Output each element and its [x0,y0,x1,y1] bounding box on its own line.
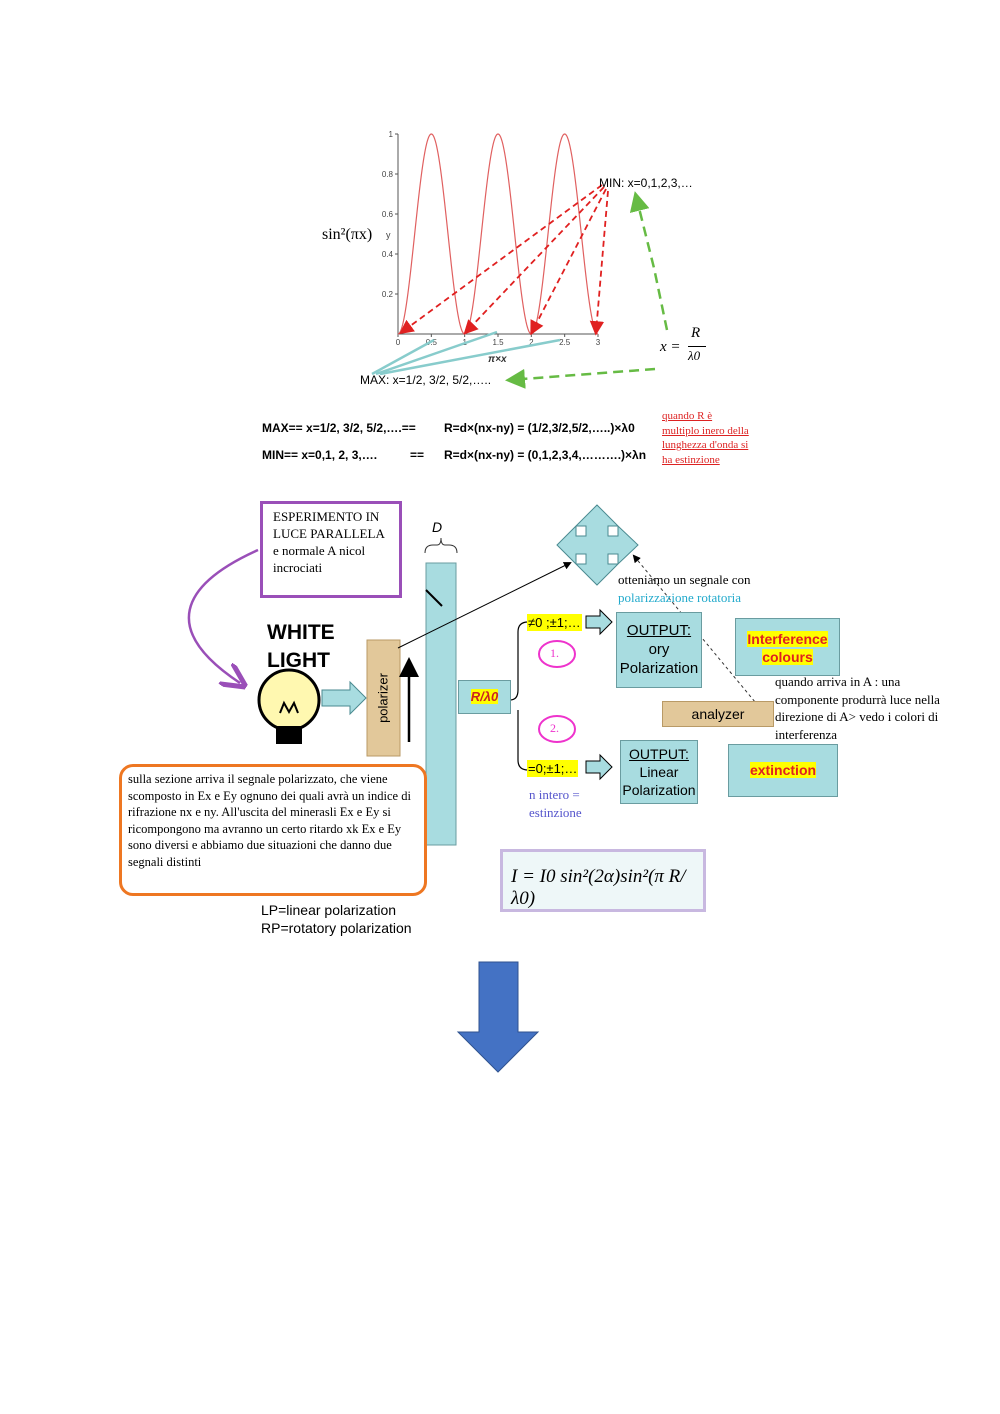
output-upper-box: OUTPUT: ory Polarization [616,612,702,688]
y-tick-label: 1 [389,130,394,139]
orange-note-text: sulla sezione arriva il segnale polarizz… [128,772,411,869]
y-tick-label: 0.8 [382,170,394,179]
min-equation-mid: == [410,448,424,462]
x-tick-label: 2 [529,338,534,347]
min-equation-right: R=d×(nx-ny) = (0,1,2,3,4,……….)×λn [444,448,646,462]
analyzer-note: quando arriva in A : una componente prod… [775,674,940,742]
sin-squared-curve [397,133,599,335]
d-label: D [432,519,443,535]
polarizer-plate [366,639,401,757]
intensity-formula-box: I = I0 sin²(2α)sin²(π R/λ0) [500,849,706,912]
green-arrow-to-max [505,367,656,389]
min-equation-left: MIN== x=0,1, 2, 3,…. [262,448,377,462]
min-line-1 [463,186,605,335]
d-brace [424,537,458,554]
max-eq-right-text: R=d×(nx-ny) = (1/2,3/2,5/2,…..)×λ0 [444,421,635,435]
sample-slab [425,562,457,846]
purple-curved-arrow [187,548,259,683]
arrow-to-output-lower [585,753,613,781]
x-tick-label: 3 [596,338,601,347]
max-equation-right: R=d×(nx-ny) = (1/2,3/2,5/2,…..)×λ0 [444,421,635,435]
green-arrow-to-min [629,191,669,331]
four-way-arrow-icon [556,504,639,586]
green-dashed-arrows [505,191,669,389]
polarizer-label: polarizer [375,673,391,723]
rotatory-note-line1: otteniamo un segnale con [618,572,751,587]
experiment-box-text: ESPERIMENTO IN LUCE PARALLELA e normale … [273,509,385,575]
output-lower-body: Linear Polarization [622,764,696,798]
down-arrow-icon [456,961,540,1073]
bulb-to-polarizer-arrow [321,680,367,716]
rotatory-note-line2: polarizzazione rotatoria [618,590,742,605]
legend-rp: RP=rotatory polarization [261,920,412,936]
slab-mark [425,589,443,607]
output-upper-body: ory Polarization [619,641,699,677]
legend-lp: LP=linear polarization [261,902,397,918]
min-eq-right-text: R=d×(nx-ny) = (0,1,2,3,4,……….)×λn [444,448,647,462]
x-formula-left: x = [660,339,681,355]
max-equation-left: MAX== x=1/2, 3/2, 5/2,….== [262,421,416,435]
max-line-2 [375,330,498,376]
max-line-1 [371,338,435,376]
max-label: MAX: x=1/2, 3/2, 5/2,….. [360,373,492,387]
x-formula-num: R [691,325,701,341]
min-line-2 [530,188,607,336]
orange-note-box: sulla sezione arriva il segnale polarizz… [119,764,427,896]
split-brace [509,621,529,771]
extinction-label: extinction [749,762,817,778]
arrow-to-output-upper [585,608,613,636]
analyzer-box: analyzer [662,701,774,727]
y-tick-label: 0.2 [382,290,394,299]
x-formula-bar [688,346,706,347]
extinction-box: extinction [728,744,838,797]
experiment-box: ESPERIMENTO IN LUCE PARALLELA e normale … [260,501,402,598]
to-rotatory-line [397,562,572,649]
x-tick-label: 2.5 [559,338,571,347]
min-line-0 [399,184,603,335]
intensity-formula: I = I0 sin²(2α)sin²(π R/λ0) [511,866,686,909]
min-line-3 [589,190,609,336]
circle-2-label: 2. [550,721,559,735]
ratio-box: R/λ0 [458,680,511,714]
light-bulb-icon [257,668,321,744]
red-extinction-note: quando R è multiplo inero della lunghezz… [662,410,749,466]
ratio-label: R/λ0 [470,689,499,704]
max-eq-left-text: MAX== x=1/2, 3/2, 5/2,….== [262,421,416,435]
white-light-label: WHITE LIGHT [267,621,335,672]
n-intero-note: n intero = estinzione [529,787,582,820]
plot-x-axis-name: π×x [488,354,507,365]
y-tick-label: 0.6 [382,210,394,219]
min-label: MIN: x=0,1,2,3,… [599,176,693,190]
circle-2-outline [538,715,576,743]
output-lower-title: OUTPUT: [629,746,689,762]
max-line-3 [379,338,561,376]
circle-1-outline [538,640,576,668]
plot-y-axis-name: y [386,230,391,240]
min-eq-mid-text: == [410,448,425,462]
output-lower-box: OUTPUT: Linear Polarization [620,740,698,804]
x-tick-label: 1.5 [492,338,504,347]
upper-condition: ≠0 ;±1;… [527,614,582,631]
plot-ylabel-formula: sin²(πx) [322,226,373,243]
circle-1-label: 1. [550,646,559,660]
min-eq-left-text: MIN== x=0,1, 2, 3,…. [262,448,378,462]
lower-condition: =0;±1;… [527,760,579,777]
max-lines [371,330,561,376]
analyzer-label: analyzer [691,706,745,722]
x-formula-den: λ0 [688,348,701,363]
y-tick-label: 0.4 [382,250,394,259]
interference-label: Interference colours [747,631,828,665]
x-tick-label: 0 [396,338,401,347]
min-dashed-lines [399,184,609,336]
interference-box: Interference colours [735,618,840,676]
output-upper-title: OUTPUT: [626,622,692,639]
